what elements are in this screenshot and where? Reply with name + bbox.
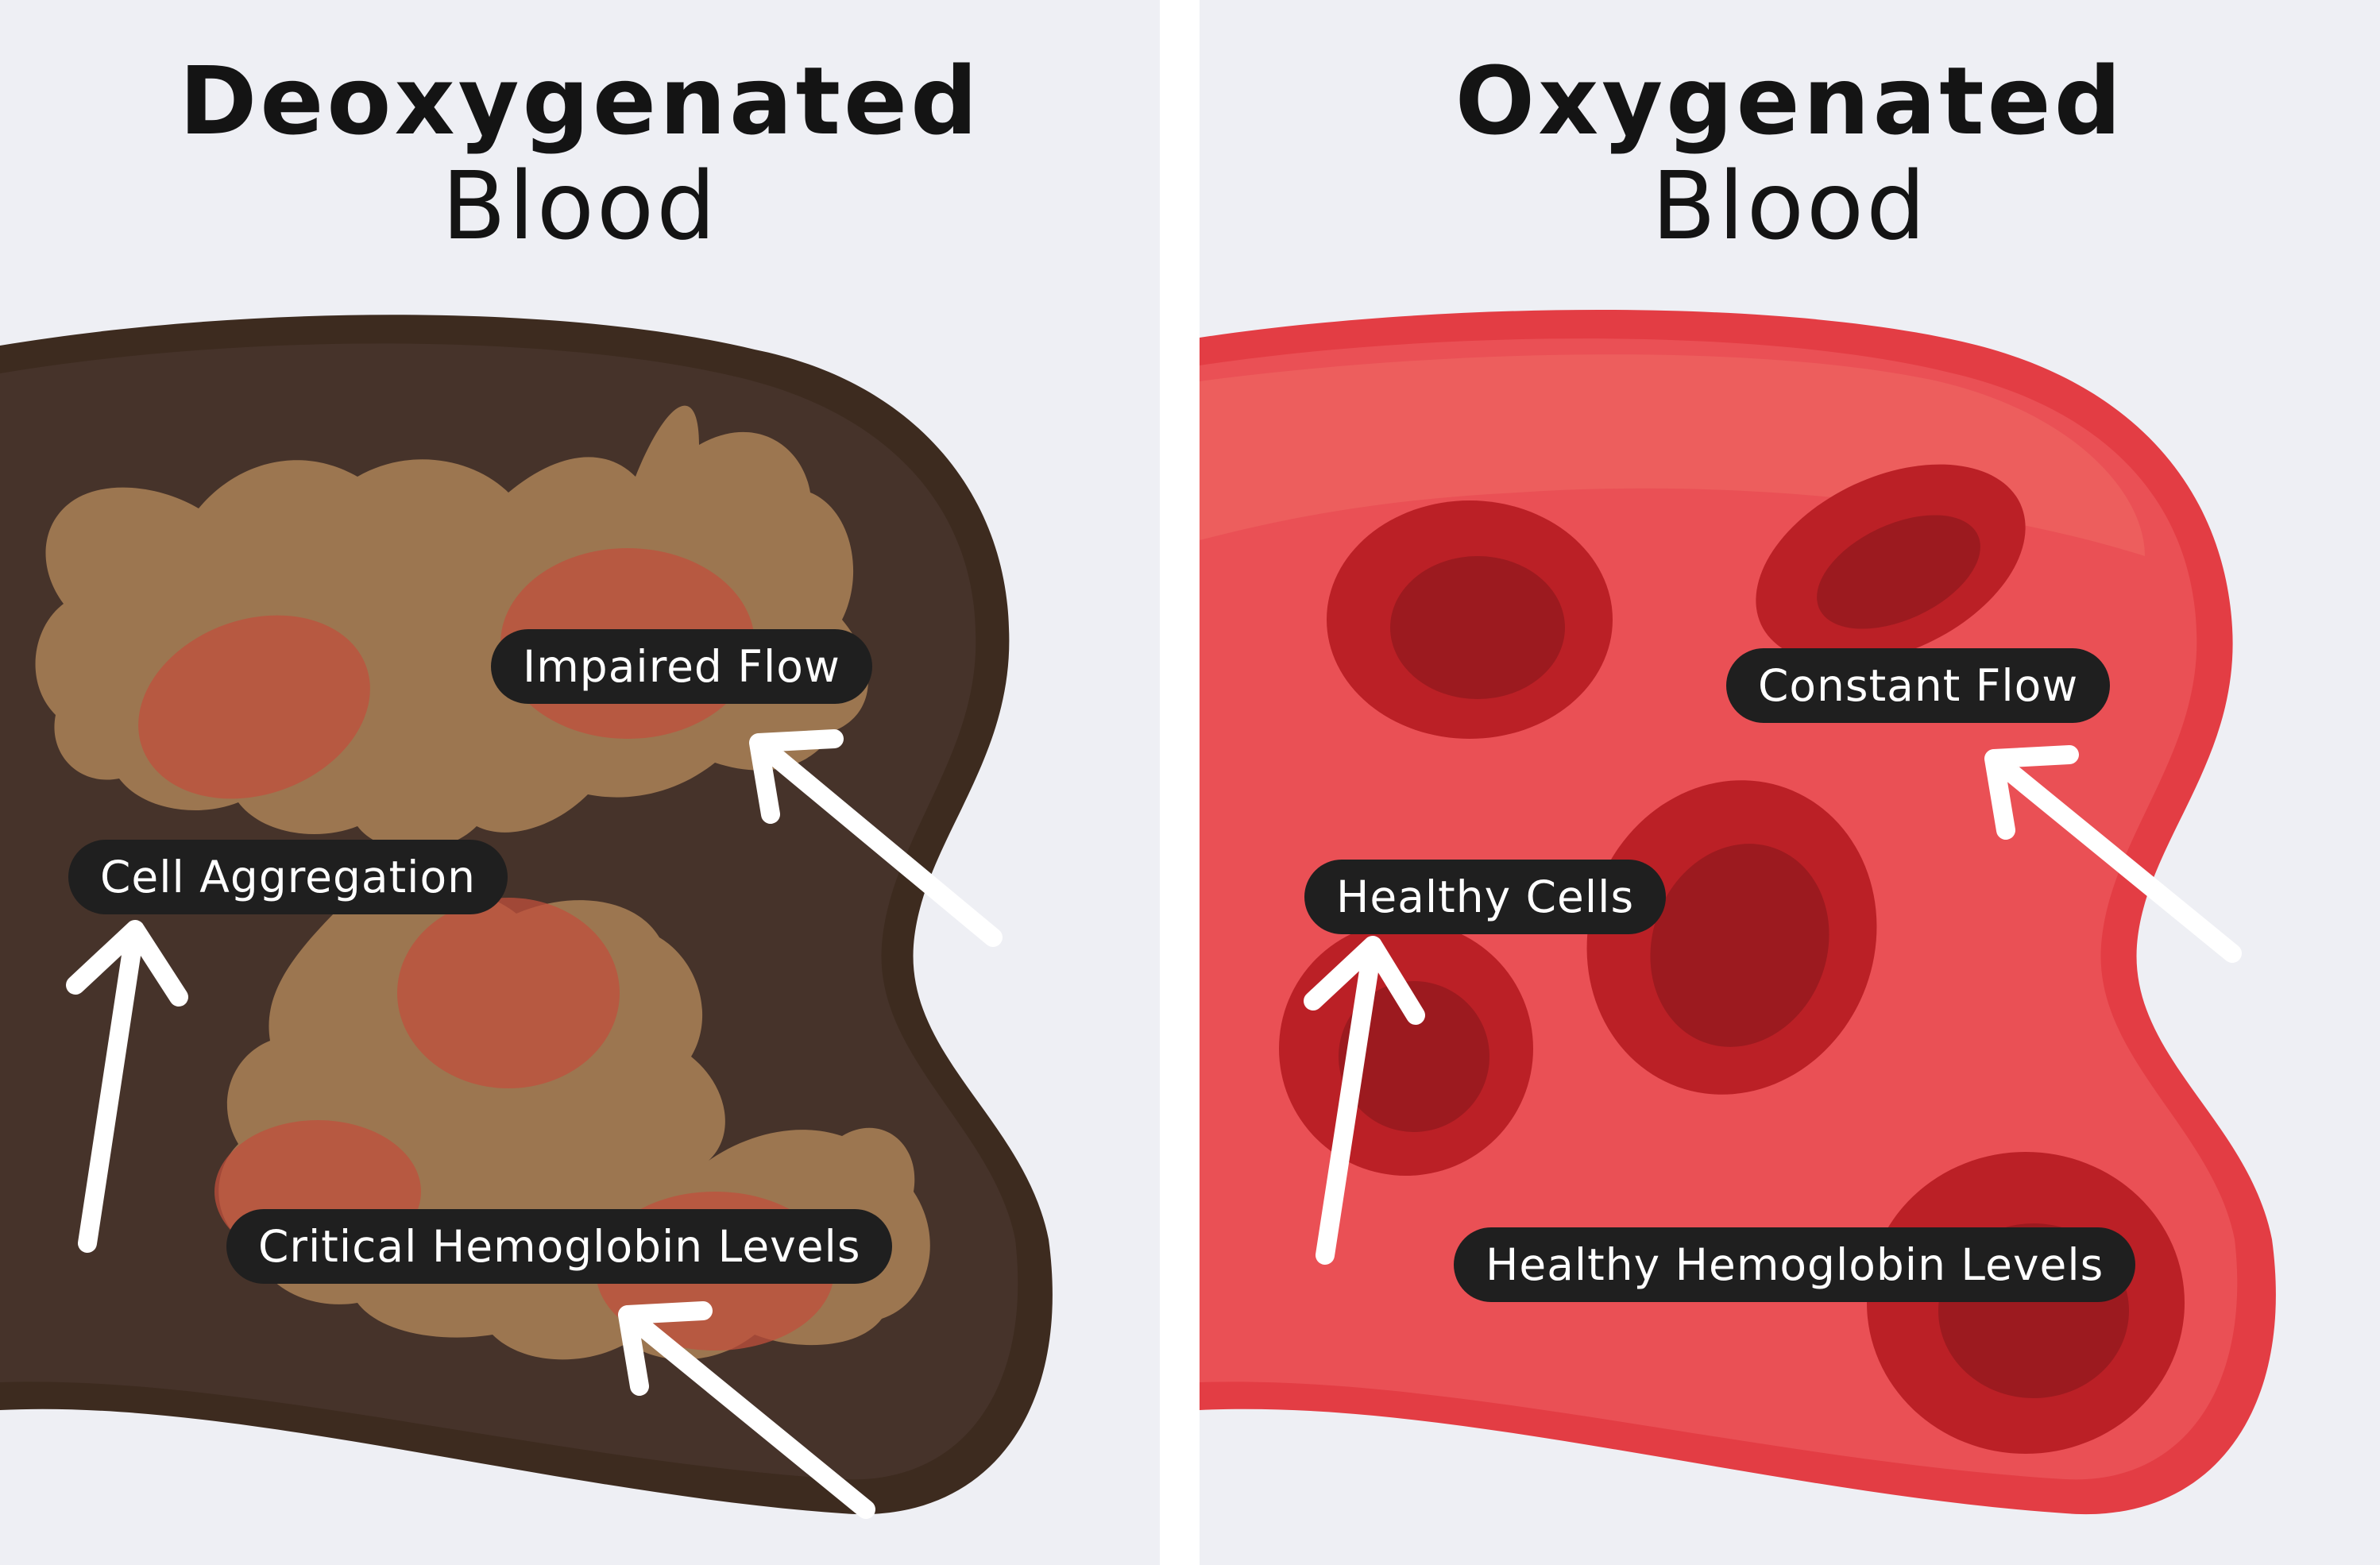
- oxygenated-title: Oxygenated: [1455, 46, 2125, 156]
- label-cell-aggregation: Cell Aggregation: [68, 840, 508, 914]
- arrow-critical-hemoglobin: [618, 1301, 875, 1519]
- arrow-constant-flow: [1984, 745, 2242, 963]
- arrow-cell-aggregation: [66, 920, 188, 1253]
- arrow-healthy-cells: [1304, 936, 1425, 1265]
- deoxygenated-arrows: [66, 729, 1003, 1519]
- arrow-impaired-flow: [749, 729, 1003, 947]
- label-impaired-flow: Impaired Flow: [491, 629, 872, 704]
- label-critical-hemoglobin: Critical Hemoglobin Levels: [226, 1209, 893, 1284]
- label-healthy-hemoglobin: Healthy Hemoglobin Levels: [1454, 1227, 2136, 1302]
- label-healthy-cells: Healthy Cells: [1304, 860, 1667, 934]
- oxygenated-panel: Oxygenated Blood Constant Flow Healthy C…: [1200, 0, 2380, 1565]
- deoxygenated-panel: Deoxygenated Blood Impaired Flow Cell Ag…: [0, 0, 1160, 1565]
- oxygenated-arrows: [1304, 745, 2242, 1265]
- oxygenated-subtitle: Blood: [1651, 151, 1929, 261]
- label-constant-flow: Constant Flow: [1726, 648, 2111, 723]
- deoxygenated-subtitle: Blood: [441, 151, 719, 261]
- deoxygenated-title: Deoxygenated: [179, 46, 981, 156]
- oxygenated-vessel-illustration: [1200, 310, 2276, 1515]
- panel-divider: [1160, 0, 1200, 1565]
